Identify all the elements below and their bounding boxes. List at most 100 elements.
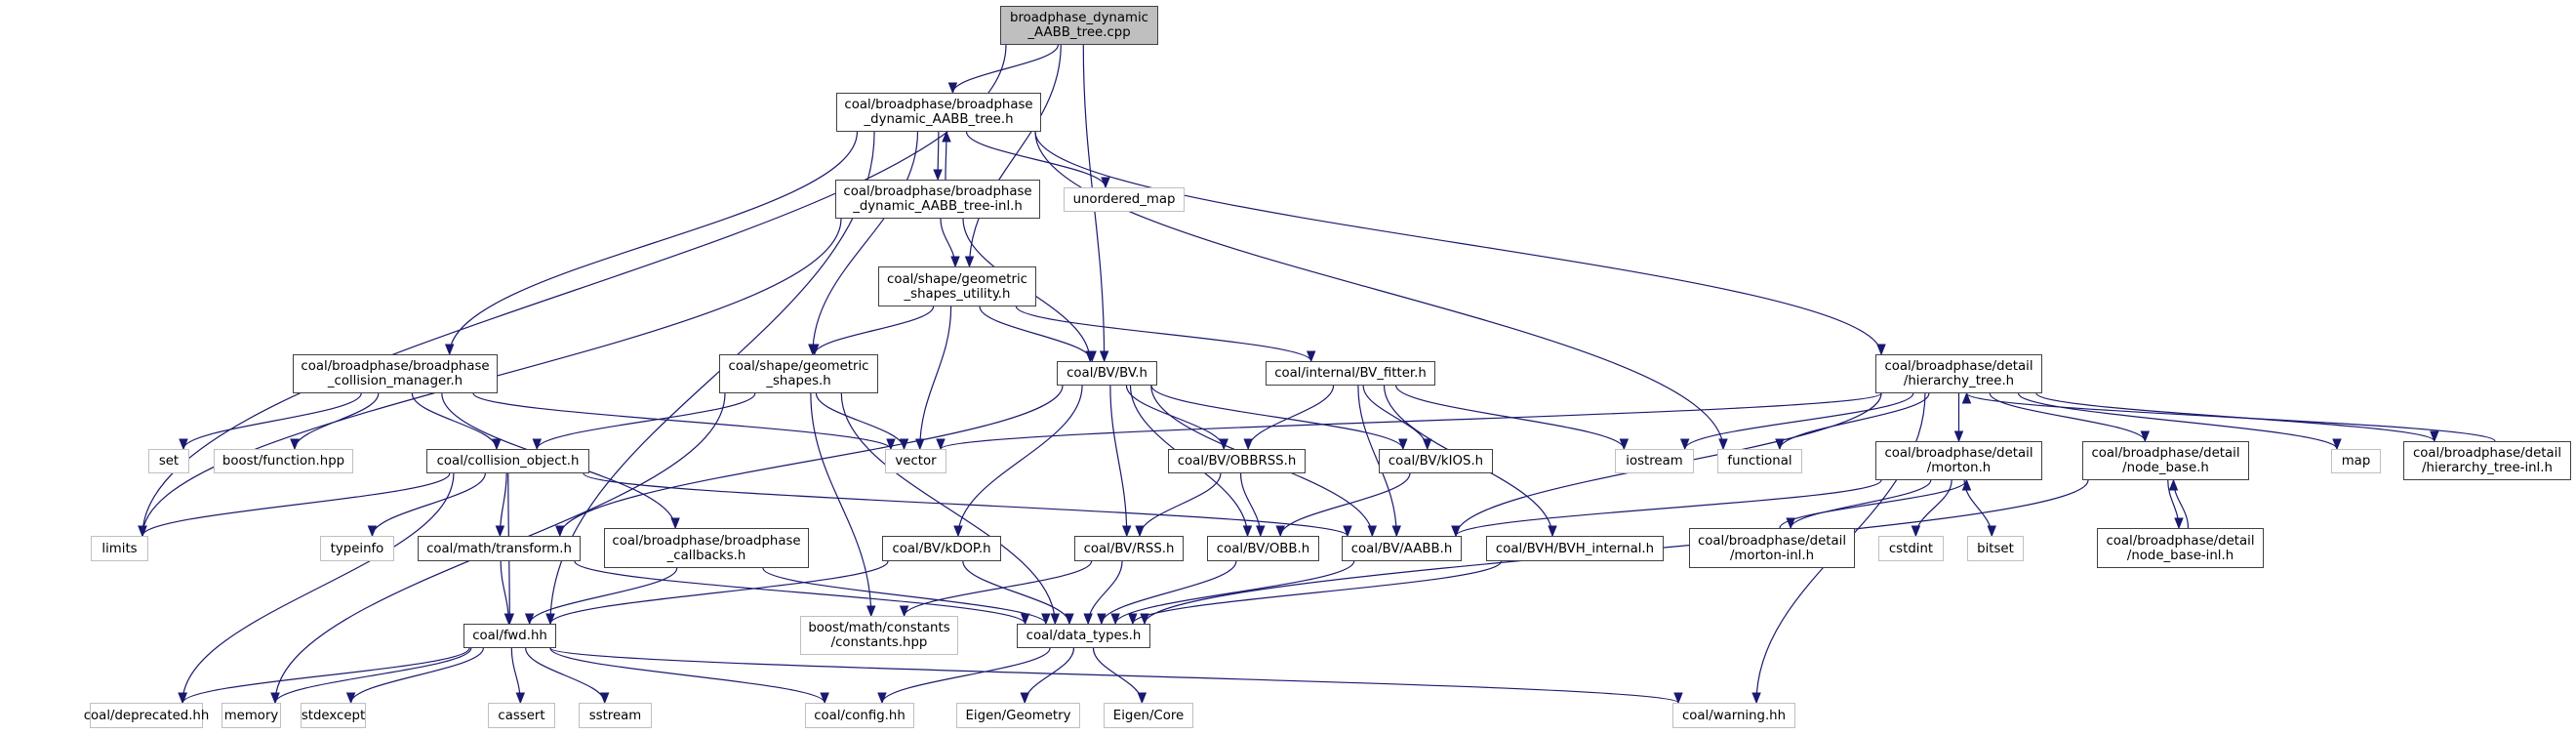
node-limits: limits bbox=[91, 536, 148, 561]
node-config-hh: coal/config.hh bbox=[805, 703, 914, 728]
arrowhead-shapes_utility-to-geometric_shapes bbox=[810, 344, 820, 356]
edge-fwd-to-warning bbox=[549, 647, 1679, 704]
arrowhead-tree_h-to-functional bbox=[1718, 438, 1728, 451]
node-cstdint: cstdint bbox=[1878, 536, 1944, 561]
node-warning-hh: coal/warning.hh bbox=[1672, 703, 1795, 728]
edge-geometric_shapes-to-collision_object bbox=[536, 392, 756, 450]
edge-hierarchy_tree-to-node_base bbox=[1989, 392, 2146, 442]
node-stdexcept: stdexcept bbox=[301, 703, 366, 728]
node-functional: functional bbox=[1717, 449, 1802, 473]
node-boost-function-hpp: boost/function.hpp bbox=[214, 449, 353, 473]
arrowhead-obbrss-to-obb bbox=[1256, 525, 1266, 538]
node-transform-h[interactable]: coal/math/transform.h bbox=[418, 536, 581, 561]
arrowhead-shapes_utility-to-vector bbox=[915, 438, 925, 451]
edge-obb-to-data_types bbox=[1101, 560, 1237, 625]
edge-fwd-to-config bbox=[549, 647, 825, 704]
edge-hierarchy_tree_inl-to-hierarchy_tree bbox=[1965, 392, 2496, 442]
edge-morton-to-aabb bbox=[1455, 479, 1882, 537]
edge-hierarchy_tree-to-functional bbox=[1779, 392, 1930, 450]
arrowhead-obbrss-to-rss bbox=[1135, 525, 1145, 538]
arrowhead-hierarchy_tree-to-map bbox=[2332, 438, 2342, 451]
arrowhead-shapes_utility-to-bv_h bbox=[1087, 350, 1097, 363]
node-obbrss-h[interactable]: coal/BV/OBBRSS.h bbox=[1168, 449, 1306, 473]
edge-geometric_shapes-to-constants bbox=[810, 392, 872, 617]
node-root-source-file[interactable]: broadphase_dynamic _AABB_tree.cpp bbox=[1000, 6, 1158, 45]
node-rss-h[interactable]: coal/BV/RSS.h bbox=[1074, 536, 1184, 561]
arrowhead-hierarchy_tree-to-node_base bbox=[2140, 430, 2151, 443]
arrowhead-bv_h-to-transform bbox=[555, 525, 565, 538]
arrowhead-callbacks-to-fwd bbox=[524, 613, 535, 626]
arrowhead-tree_inl-to-tree_h bbox=[942, 130, 951, 143]
arrowhead-hierarchy_tree-to-iostream bbox=[1679, 438, 1690, 451]
node-collision-object-h[interactable]: coal/collision_object.h bbox=[426, 449, 589, 473]
node-broadphase-dynamic-aabb-tree-inl-h[interactable]: coal/broadphase/broadphase _dynamic_AABB… bbox=[835, 180, 1040, 219]
edge-tree_h-to-geometric_shapes bbox=[812, 131, 919, 355]
node-geometric-shapes-h[interactable]: coal/shape/geometric _shapes.h bbox=[719, 354, 878, 393]
node-eigen-geometry: Eigen/Geometry bbox=[956, 703, 1080, 728]
arrowhead-bv_h-to-rss bbox=[1122, 525, 1132, 538]
edge-collision_manager-to-collision_object bbox=[411, 392, 498, 450]
arrowhead-root-to-bv_h bbox=[1099, 350, 1109, 363]
node-broadphase-dynamic-aabb-tree-h[interactable]: coal/broadphase/broadphase _dynamic_AABB… bbox=[836, 93, 1041, 132]
node-bv-fitter-h[interactable]: coal/internal/BV_fitter.h bbox=[1266, 361, 1435, 386]
arrowhead-collision_manager-to-collision_object bbox=[492, 438, 502, 451]
edge-shapes_utility-to-geometric_shapes bbox=[814, 306, 935, 355]
node-map: map bbox=[2331, 449, 2381, 473]
node-hierarchy-tree-h[interactable]: coal/broadphase/detail /hierarchy_tree.h bbox=[1875, 354, 2042, 393]
arrowhead-rss-to-data_types bbox=[1083, 613, 1093, 626]
node-typeinfo: typeinfo bbox=[320, 536, 394, 561]
node-kdop-h[interactable]: coal/BV/kDOP.h bbox=[882, 536, 1001, 561]
node-bvh-internal-h[interactable]: coal/BVH/BVH_internal.h bbox=[1486, 536, 1664, 561]
arrowhead-morton-to-bitset bbox=[1987, 525, 1996, 538]
node-geometric-shapes-utility-h[interactable]: coal/shape/geometric _shapes_utility.h bbox=[878, 266, 1036, 306]
arrowhead-collision_object-to-aabb bbox=[1343, 525, 1352, 538]
arrowhead-data_types-to-config bbox=[877, 692, 887, 705]
node-node-base-inl-h[interactable]: coal/broadphase/detail /node_base-inl.h bbox=[2097, 528, 2264, 568]
edge-fwd-to-deprecated bbox=[181, 647, 470, 704]
edge-tree_h-to-functional bbox=[1034, 131, 1724, 450]
edge-shapes_utility-to-bv_h bbox=[979, 306, 1093, 362]
arrowhead-fwd-to-stdexcept bbox=[345, 692, 356, 705]
edge-data_types-to-config bbox=[881, 647, 1051, 704]
node-node-base-h[interactable]: coal/broadphase/detail /node_base.h bbox=[2082, 441, 2249, 480]
arrowhead-bvh_internal-to-data_types bbox=[1128, 613, 1138, 626]
arrowhead-tree_h-to-tree_inl bbox=[933, 169, 943, 182]
edge-aabb-to-data_types bbox=[1114, 560, 1355, 625]
edge-collision_manager-to-boost_function bbox=[294, 392, 380, 450]
arrowhead-transform-to-data_types bbox=[1020, 613, 1030, 626]
node-broadphase-callbacks-h[interactable]: coal/broadphase/broadphase _callbacks.h bbox=[604, 528, 809, 568]
edge-collision_object-to-deprecated bbox=[181, 472, 455, 704]
edge-bv_h-to-kdop bbox=[957, 385, 1083, 537]
edge-transform-to-data_types bbox=[574, 560, 1026, 625]
arrowhead-bv_fitter-to-aabb bbox=[1391, 525, 1401, 538]
arrowhead-collision_manager-to-set bbox=[179, 438, 188, 451]
edge-hierarchy_tree-to-map bbox=[2017, 392, 2338, 450]
arrowhead-bv_h-to-kios bbox=[1398, 438, 1408, 451]
edge-morton-to-morton_inl bbox=[1790, 479, 1932, 529]
edge-collision_object-to-aabb bbox=[583, 472, 1348, 537]
arrowhead-kdop-to-fwd bbox=[545, 613, 555, 626]
node-fwd-hh[interactable]: coal/fwd.hh bbox=[463, 624, 556, 648]
node-kios-h[interactable]: coal/BV/kIOS.h bbox=[1379, 449, 1493, 473]
node-deprecated-hh: coal/deprecated.hh bbox=[84, 703, 209, 728]
node-morton-inl-h[interactable]: coal/broadphase/detail /morton-inl.h bbox=[1689, 528, 1855, 568]
arrowhead-hierarchy_tree-to-hierarchy_tree_inl bbox=[2430, 430, 2439, 443]
node-bv-h[interactable]: coal/BV/BV.h bbox=[1057, 361, 1157, 386]
arrowhead-fwd-to-sstream bbox=[599, 692, 610, 705]
node-morton-h[interactable]: coal/broadphase/detail /morton.h bbox=[1875, 441, 2042, 480]
edge-rss-to-constants bbox=[904, 560, 1093, 617]
arrowhead-hierarchy_tree-to-vector bbox=[936, 438, 946, 451]
edge-fwd-to-stdexcept bbox=[350, 647, 484, 704]
edge-shapes_utility-to-vector bbox=[919, 306, 952, 450]
arrowhead-bv_fitter-to-kios bbox=[1423, 438, 1432, 451]
node-aabb-h[interactable]: coal/BV/AABB.h bbox=[1342, 536, 1462, 561]
arrowhead-geometric_shapes-to-data_types bbox=[1050, 613, 1061, 626]
node-obb-h[interactable]: coal/BV/OBB.h bbox=[1207, 536, 1319, 561]
node-bitset: bitset bbox=[1967, 536, 2024, 561]
node-hierarchy-tree-inl-h[interactable]: coal/broadphase/detail /hierarchy_tree-i… bbox=[2403, 441, 2571, 480]
node-broadphase-collision-manager-h[interactable]: coal/broadphase/broadphase _collision_ma… bbox=[293, 354, 498, 393]
edge-root-to-tree_h bbox=[951, 44, 1059, 94]
arrowhead-node_base-to-node_base_inl bbox=[2174, 517, 2184, 530]
node-data-types-h[interactable]: coal/data_types.h bbox=[1017, 624, 1150, 648]
edge-kios-to-obb bbox=[1279, 472, 1411, 537]
